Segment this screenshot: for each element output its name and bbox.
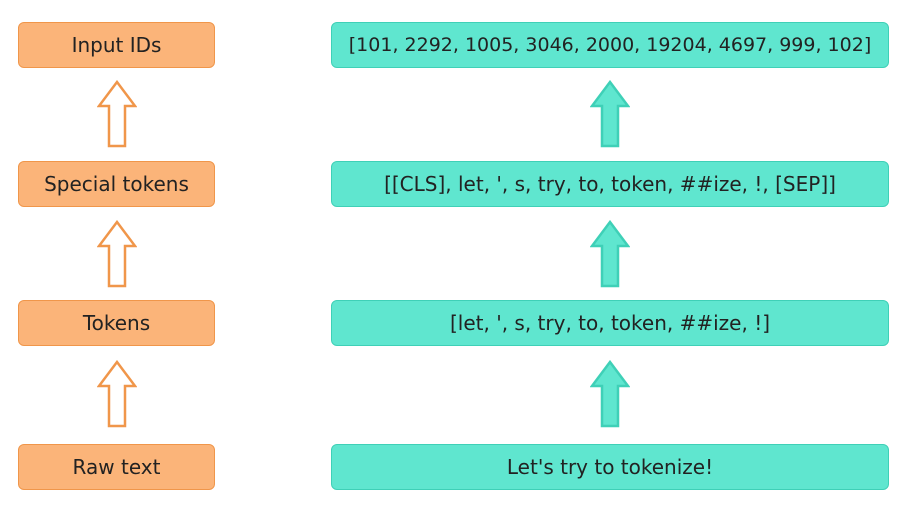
raw-text-value-box: Let's try to tokenize!	[331, 444, 889, 490]
raw-text-label: Raw text	[72, 455, 161, 479]
special-tokens-value: [[CLS], let, ', s, try, to, token, ##ize…	[384, 172, 836, 196]
raw-text-value: Let's try to tokenize!	[506, 455, 714, 479]
up-arrow-icon	[97, 220, 137, 288]
up-arrow-icon	[590, 80, 630, 148]
up-arrow-icon	[590, 360, 630, 428]
special-tokens-value-box: [[CLS], let, ', s, try, to, token, ##ize…	[331, 161, 889, 207]
special-tokens-label-box: Special tokens	[18, 161, 215, 207]
up-arrow-icon	[97, 80, 137, 148]
special-tokens-label: Special tokens	[44, 172, 189, 196]
tokens-label-box: Tokens	[18, 300, 215, 346]
tokens-label: Tokens	[82, 311, 151, 335]
input-ids-label: Input IDs	[71, 33, 162, 57]
input-ids-value-box: [101, 2292, 1005, 3046, 2000, 19204, 469…	[331, 22, 889, 68]
up-arrow-icon	[590, 220, 630, 288]
raw-text-label-box: Raw text	[18, 444, 215, 490]
up-arrow-icon	[97, 360, 137, 428]
input-ids-value: [101, 2292, 1005, 3046, 2000, 19204, 469…	[348, 34, 872, 56]
tokens-value-box: [let, ', s, try, to, token, ##ize, !]	[331, 300, 889, 346]
input-ids-label-box: Input IDs	[18, 22, 215, 68]
tokens-value: [let, ', s, try, to, token, ##ize, !]	[449, 311, 771, 335]
